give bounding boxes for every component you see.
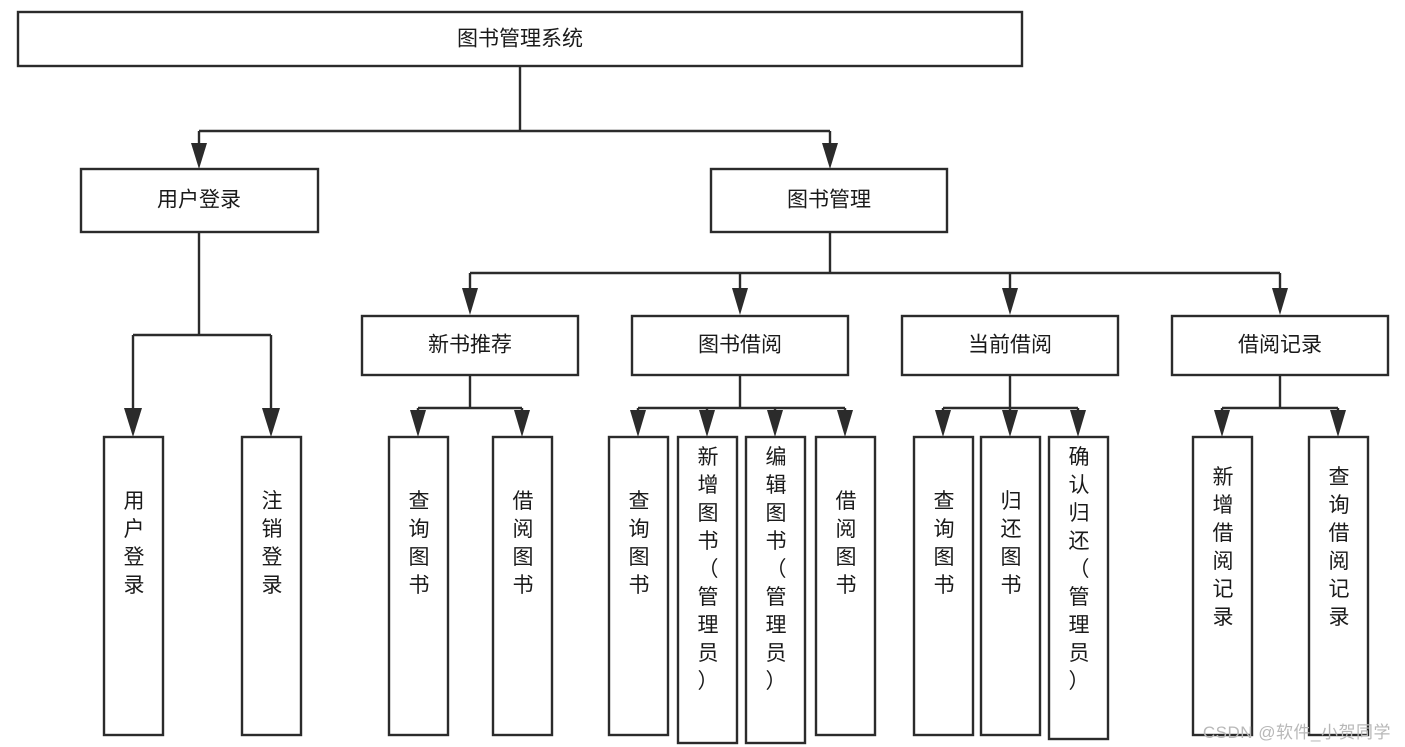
node-new-book-recommend-label: 新书推荐	[428, 334, 512, 357]
node-leaf-edit-book-label: 编辑图书（管理员）	[766, 446, 787, 693]
arrow-to-leaf-user-logout	[262, 408, 280, 437]
node-leaf-borrow-book-2[interactable]: 借阅图书	[814, 435, 877, 737]
arrow-to-book-manage	[822, 143, 838, 169]
node-borrow-record-box[interactable]	[1170, 314, 1390, 377]
node-leaf-user-login-box[interactable]	[102, 435, 165, 737]
node-leaf-query-book-2-label: 查询图书	[629, 490, 650, 597]
node-book-manage-label: 图书管理	[787, 189, 871, 212]
arrow-to-leaf-return-book	[1002, 410, 1018, 437]
node-borrow-record-label: 借阅记录	[1238, 334, 1322, 357]
node-leaf-query-record[interactable]: 查询借阅记录	[1307, 435, 1370, 737]
node-leaf-borrow-book-1-label: 借阅图书	[513, 490, 534, 597]
node-current-borrow[interactable]: 当前借阅	[900, 314, 1120, 377]
arrow-to-leaf-query-book-1	[410, 410, 426, 437]
node-leaf-user-login[interactable]: 用户登录	[102, 435, 165, 737]
node-user-login-box[interactable]	[79, 167, 320, 234]
node-leaf-borrow-book-1-box[interactable]	[491, 435, 554, 737]
node-leaf-query-book-1[interactable]: 查询图书	[387, 435, 450, 737]
arrow-to-leaf-add-book	[699, 410, 715, 437]
node-root-label: 图书管理系统	[457, 28, 583, 51]
node-new-book-recommend[interactable]: 新书推荐	[360, 314, 580, 377]
node-leaf-query-book-2[interactable]: 查询图书	[607, 435, 670, 737]
node-leaf-query-book-3[interactable]: 查询图书	[912, 435, 975, 737]
node-leaf-borrow-book-2-box[interactable]	[814, 435, 877, 737]
node-root[interactable]: 图书管理系统	[16, 10, 1024, 68]
arrow-to-user-login	[191, 143, 207, 169]
node-book-manage[interactable]: 图书管理	[709, 167, 949, 234]
node-leaf-return-book-box[interactable]	[979, 435, 1042, 737]
node-book-manage-box[interactable]	[709, 167, 949, 234]
node-leaf-add-book[interactable]: 新增图书（管理员）	[676, 435, 739, 745]
node-current-borrow-label: 当前借阅	[968, 334, 1052, 357]
arrow-to-current-borrow	[1002, 288, 1018, 315]
arrow-to-new-book-recommend	[462, 288, 478, 315]
arrow-to-leaf-user-login	[124, 408, 142, 437]
node-leaf-user-logout-box[interactable]	[240, 435, 303, 737]
arrow-to-leaf-confirm-return	[1070, 410, 1086, 437]
node-leaf-query-book-1-box[interactable]	[387, 435, 450, 737]
node-leaf-edit-book-box[interactable]	[744, 435, 807, 745]
node-book-borrow[interactable]: 图书借阅	[630, 314, 850, 377]
arrow-to-leaf-add-record	[1214, 410, 1230, 437]
node-book-borrow-label: 图书借阅	[698, 334, 782, 357]
node-leaf-add-book-label: 新增图书（管理员）	[698, 446, 719, 693]
arrow-to-leaf-query-record	[1330, 410, 1346, 437]
connector-layer	[124, 66, 1346, 437]
node-leaf-add-record[interactable]: 新增借阅记录	[1191, 435, 1254, 737]
node-new-book-recommend-box[interactable]	[360, 314, 580, 377]
node-leaf-user-logout[interactable]: 注销登录	[240, 435, 303, 737]
node-leaf-query-book-1-label: 查询图书	[409, 490, 430, 597]
node-book-borrow-box[interactable]	[630, 314, 850, 377]
node-leaf-borrow-book-1[interactable]: 借阅图书	[491, 435, 554, 737]
arrow-to-leaf-borrow-book-2	[837, 410, 853, 437]
node-borrow-record[interactable]: 借阅记录	[1170, 314, 1390, 377]
node-leaf-return-book[interactable]: 归还图书	[979, 435, 1042, 737]
node-leaf-borrow-book-2-label: 借阅图书	[836, 490, 857, 597]
arrow-to-borrow-record	[1272, 288, 1288, 315]
node-leaf-user-logout-label: 注销登录	[262, 490, 283, 597]
node-leaf-query-record-box[interactable]	[1307, 435, 1370, 737]
node-leaf-return-book-label: 归还图书	[1001, 490, 1022, 597]
arrow-to-leaf-query-book-2	[630, 410, 646, 437]
arrow-to-leaf-edit-book	[767, 410, 783, 437]
node-current-borrow-box[interactable]	[900, 314, 1120, 377]
node-root-box[interactable]	[16, 10, 1024, 68]
node-leaf-confirm-return[interactable]: 确认归还（管理员）	[1047, 435, 1110, 741]
arrow-to-leaf-borrow-book-1	[514, 410, 530, 437]
node-leaf-add-record-label: 新增借阅记录	[1213, 466, 1234, 629]
node-leaf-confirm-return-box[interactable]	[1047, 435, 1110, 741]
node-leaf-query-book-2-box[interactable]	[607, 435, 670, 737]
node-leaf-edit-book[interactable]: 编辑图书（管理员）	[744, 435, 807, 745]
node-user-login-label: 用户登录	[157, 189, 241, 212]
node-leaf-confirm-return-label: 确认归还（管理员）	[1069, 446, 1090, 693]
node-leaf-query-book-3-label: 查询图书	[934, 490, 955, 597]
arrow-to-leaf-query-book-3	[935, 410, 951, 437]
node-leaf-query-record-label: 查询借阅记录	[1329, 466, 1350, 629]
node-user-login[interactable]: 用户登录	[79, 167, 320, 234]
node-leaf-add-book-box[interactable]	[676, 435, 739, 745]
node-leaf-query-book-3-box[interactable]	[912, 435, 975, 737]
node-leaf-user-login-label: 用户登录	[124, 490, 145, 597]
node-leaf-add-record-box[interactable]	[1191, 435, 1254, 737]
arrow-to-book-borrow	[732, 288, 748, 315]
